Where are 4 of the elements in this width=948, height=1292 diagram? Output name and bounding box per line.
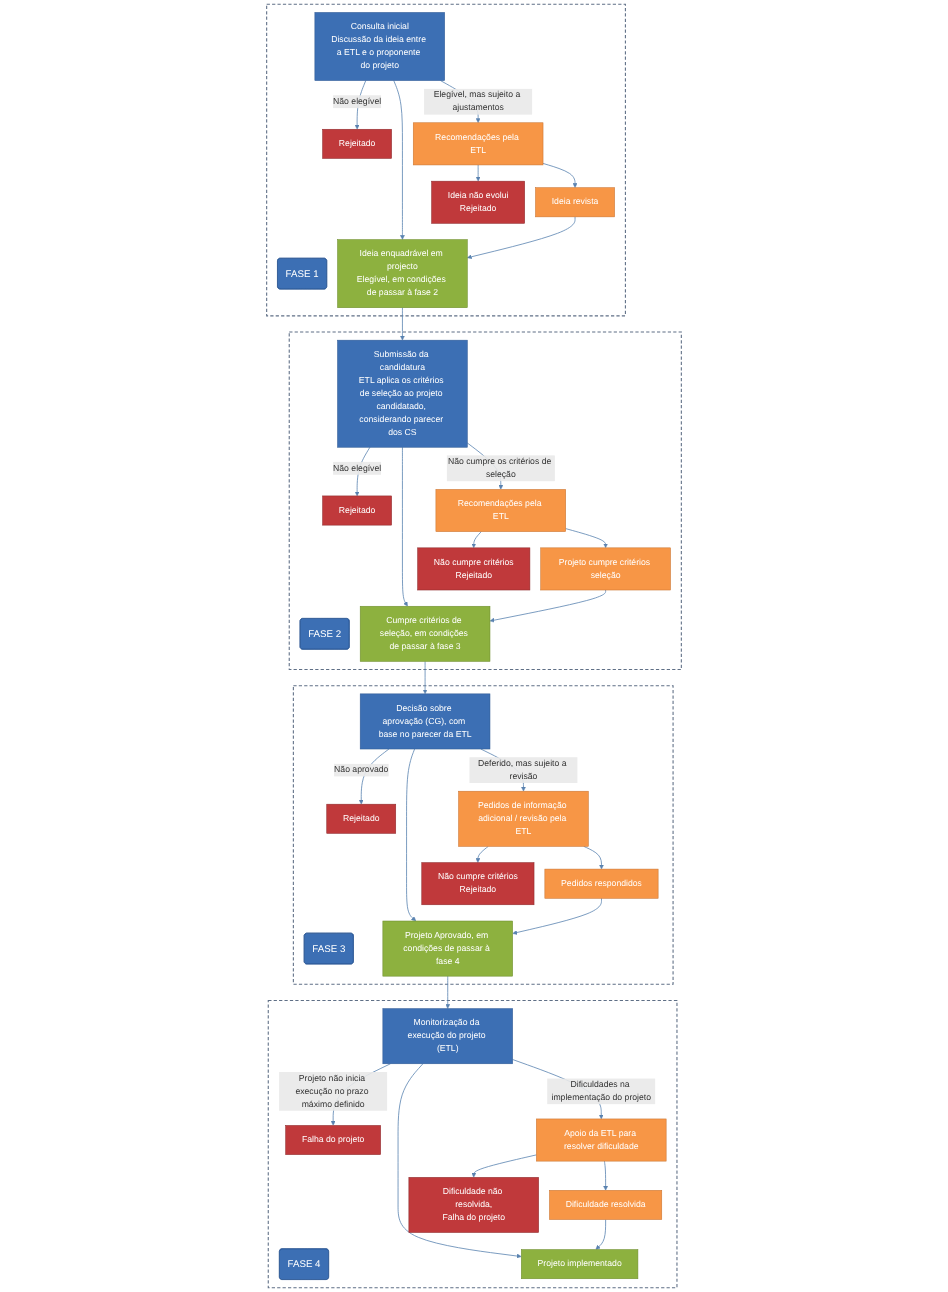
cluster: [266, 3, 626, 317]
cluster: [267, 999, 678, 1289]
cluster: [292, 685, 674, 985]
cluster: [288, 331, 682, 671]
